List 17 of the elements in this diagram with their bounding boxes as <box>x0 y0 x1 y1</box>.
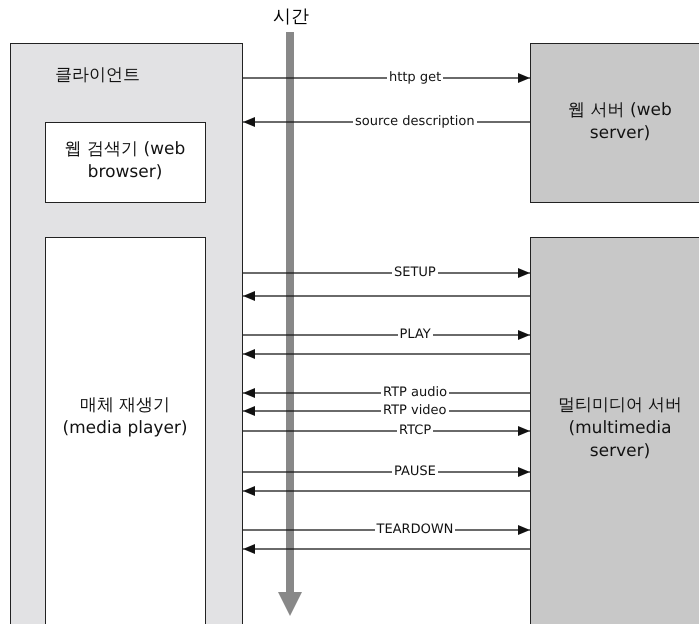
arrow <box>243 291 530 301</box>
server-box <box>530 237 699 624</box>
node-label: 클라이언트 <box>55 64 140 87</box>
node-label: 매체 재생기 (media player) <box>61 394 189 440</box>
arrow <box>243 486 530 496</box>
edge-label: source description <box>353 114 477 129</box>
node-label: 웹 검색기 (web browser) <box>64 138 186 184</box>
server-box <box>530 43 699 203</box>
client-panel <box>10 43 243 624</box>
axis-label: 시간 <box>273 5 309 28</box>
node-label: 멀티미디어 서버 (multimedia server) <box>556 394 684 463</box>
browser-box <box>44 122 206 202</box>
arrow <box>243 544 530 554</box>
arrow <box>243 349 530 359</box>
edge-label: http get <box>387 70 444 85</box>
node-label: 웹 서버 (web server) <box>567 99 673 145</box>
player-box <box>44 236 206 624</box>
